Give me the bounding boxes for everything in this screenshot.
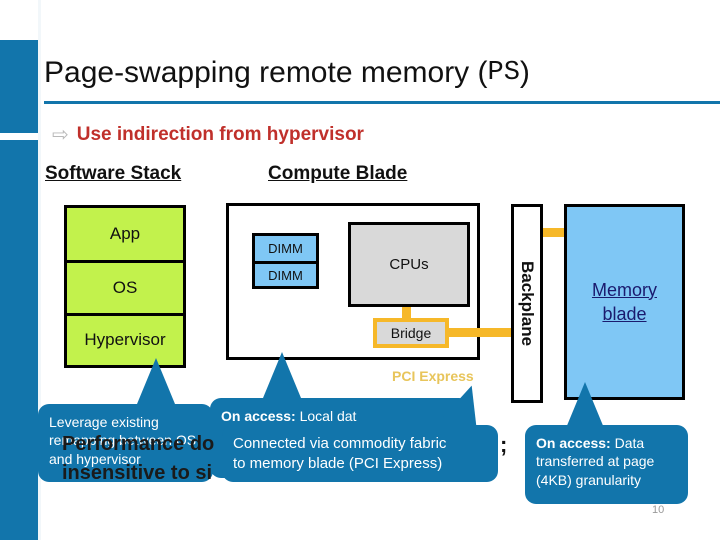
subtitle-bullet: ⇨ Use indirection from hypervisor bbox=[52, 122, 364, 147]
callout-leverage-remapping: Leverage existing remapping between OS a… bbox=[38, 404, 213, 482]
callout-front-line2: to memory blade (PCI Express) bbox=[233, 454, 443, 472]
right-arrow-icon: ⇨ bbox=[52, 124, 69, 146]
stack-layer-app: App bbox=[67, 208, 183, 261]
memory-blade-label: Memory blade bbox=[592, 278, 657, 327]
page-title-mono: PS bbox=[487, 58, 520, 88]
callout-right-bold: On access: bbox=[536, 435, 611, 451]
heading-compute-blade: Compute Blade bbox=[268, 163, 408, 184]
backplane-box: Backplane bbox=[511, 204, 543, 403]
subtitle-text: Use indirection from hypervisor bbox=[76, 123, 364, 145]
overlay-line-1: Performance do bbox=[62, 433, 215, 455]
left-accent-rule bbox=[38, 0, 41, 540]
wire-bridge-to-backplane bbox=[447, 328, 513, 337]
callout-on-access-page-granularity: On access: Data transferred at page (4KB… bbox=[525, 425, 688, 504]
memory-blade-line2: blade bbox=[602, 304, 647, 324]
page-number: 10 bbox=[652, 504, 665, 516]
overlay-black-text: Performance do insensitive to si bbox=[62, 430, 532, 488]
callout-tail-middle bbox=[263, 352, 301, 398]
page-title: Page-swapping remote memory ( PS) bbox=[44, 48, 704, 98]
title-underline-rule bbox=[44, 101, 720, 104]
dimm-slot-1: DIMM bbox=[268, 241, 303, 256]
callout-commodity-fabric: Connected via commodity fabric to memory… bbox=[222, 425, 498, 482]
overlay-line-2: insensitive to si bbox=[62, 462, 213, 484]
page-title-text: Page-swapping remote memory ( bbox=[44, 56, 488, 89]
callout-front-line1: Connected via commodity fabric bbox=[233, 435, 447, 452]
wire-cpu-to-bridge bbox=[402, 307, 411, 320]
memory-blade-line1: Memory bbox=[591, 279, 657, 300]
callout-right-rest: Data transferred at page (4KB) granulari… bbox=[536, 435, 655, 488]
page-title-close: ) bbox=[519, 56, 530, 89]
software-stack-diagram: App OS Hypervisor bbox=[64, 205, 186, 368]
left-accent-bar-bottom bbox=[0, 140, 38, 540]
cpus-box: CPUs bbox=[348, 222, 470, 307]
callout-mid-rest: Local dat bbox=[295, 408, 357, 424]
left-accent-bar-top bbox=[0, 40, 38, 133]
wire-backplane-to-memory-blade bbox=[541, 228, 567, 237]
memory-blade-box: Memory blade bbox=[564, 204, 685, 400]
stack-layer-os: OS bbox=[67, 260, 183, 313]
callout-tail-left bbox=[137, 358, 175, 404]
pci-express-label: PCI Express bbox=[392, 368, 474, 384]
dimm-slot-2: DIMM bbox=[255, 261, 316, 286]
backplane-label: Backplane bbox=[518, 260, 537, 347]
dimm-group: DIMM DIMM bbox=[252, 233, 319, 289]
heading-software-stack: Software Stack bbox=[45, 163, 182, 184]
overlay-semicolon: ; bbox=[500, 432, 508, 457]
callout-mid-bold: On access: bbox=[221, 408, 296, 424]
callout-tail-right bbox=[566, 382, 604, 428]
stack-layer-hypervisor: Hypervisor bbox=[67, 312, 183, 365]
bridge-box: Bridge bbox=[373, 318, 449, 348]
